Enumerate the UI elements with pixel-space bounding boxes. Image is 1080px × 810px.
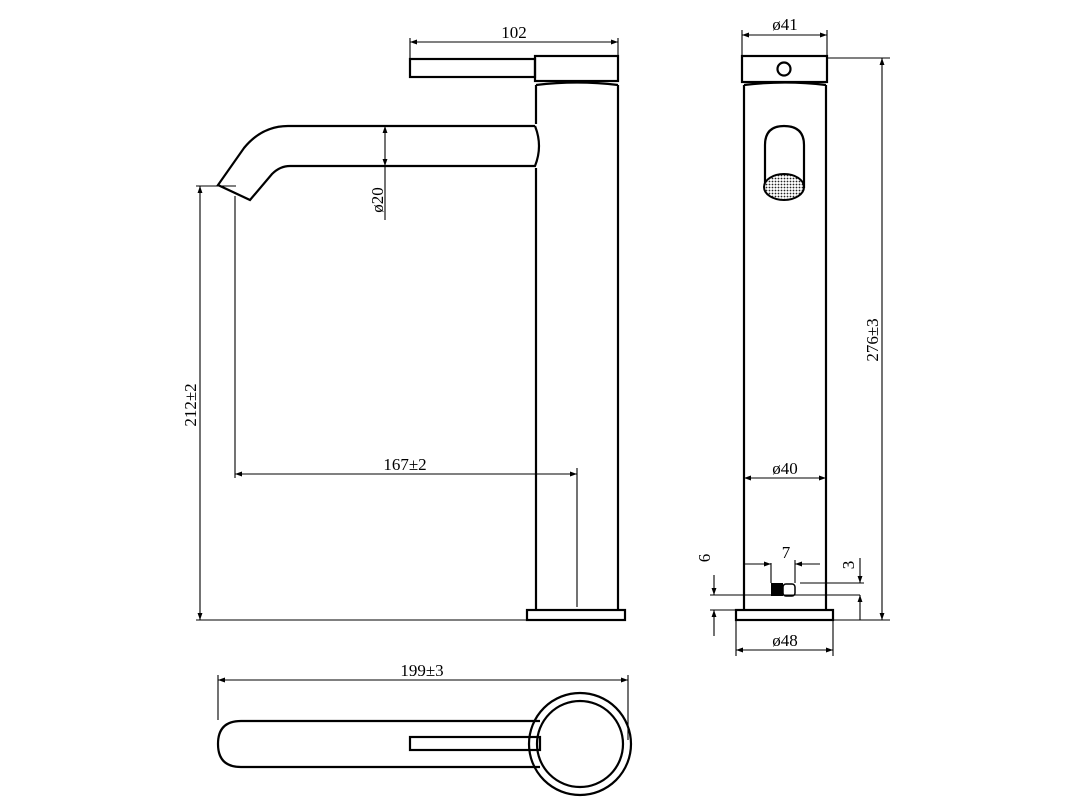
body-outer [527, 691, 633, 797]
body [534, 81, 620, 610]
handle-hole [776, 61, 792, 77]
dim-6: 6 [695, 554, 860, 636]
dim-7: 7 [745, 543, 820, 583]
dim-102: 102 [409, 23, 619, 58]
base [525, 608, 627, 622]
handle-lever-top [408, 735, 542, 752]
dim-199: 199±3 [217, 661, 629, 740]
dim-label: 6 [695, 554, 714, 563]
dim-label: 167±2 [383, 455, 426, 474]
dim-label: 276±3 [863, 318, 882, 361]
top-view: 199±3 [216, 661, 633, 797]
handle-cap-top [535, 699, 625, 789]
spout-opening [763, 124, 806, 188]
side-view: 102 ø20 212±2 167±2 [181, 23, 627, 622]
base [734, 608, 835, 622]
dim-212: 212±2 [181, 185, 527, 621]
aerator [763, 173, 805, 201]
fixing-nut [771, 583, 783, 596]
spout [216, 124, 541, 202]
dim-label: ø40 [772, 459, 798, 478]
front-view: ø41 276±3 ø40 ø48 7 6 [695, 15, 890, 656]
spout-top [216, 719, 540, 769]
dim-label: ø20 [368, 187, 387, 213]
dim-label: 199±3 [400, 661, 443, 680]
fixing-screw [782, 583, 796, 597]
dim-spout-diameter: ø20 [368, 126, 388, 220]
body [742, 81, 828, 610]
dim-167: 167±2 [234, 196, 578, 607]
dim-40: ø40 [744, 459, 826, 481]
handle-cap [533, 54, 620, 83]
dim-48: ø48 [735, 620, 834, 656]
dim-276: 276±3 [827, 57, 890, 621]
dim-3: 3 [800, 558, 864, 621]
dim-label: 102 [501, 23, 527, 42]
dim-label: ø41 [772, 15, 798, 34]
dim-41: ø41 [741, 15, 828, 55]
dim-label: 7 [782, 543, 791, 562]
dim-label: 212±2 [181, 383, 200, 426]
dim-label: 3 [839, 561, 858, 570]
dim-label: ø48 [772, 631, 798, 650]
handle-cap [740, 54, 829, 84]
handle-lever [408, 57, 537, 79]
